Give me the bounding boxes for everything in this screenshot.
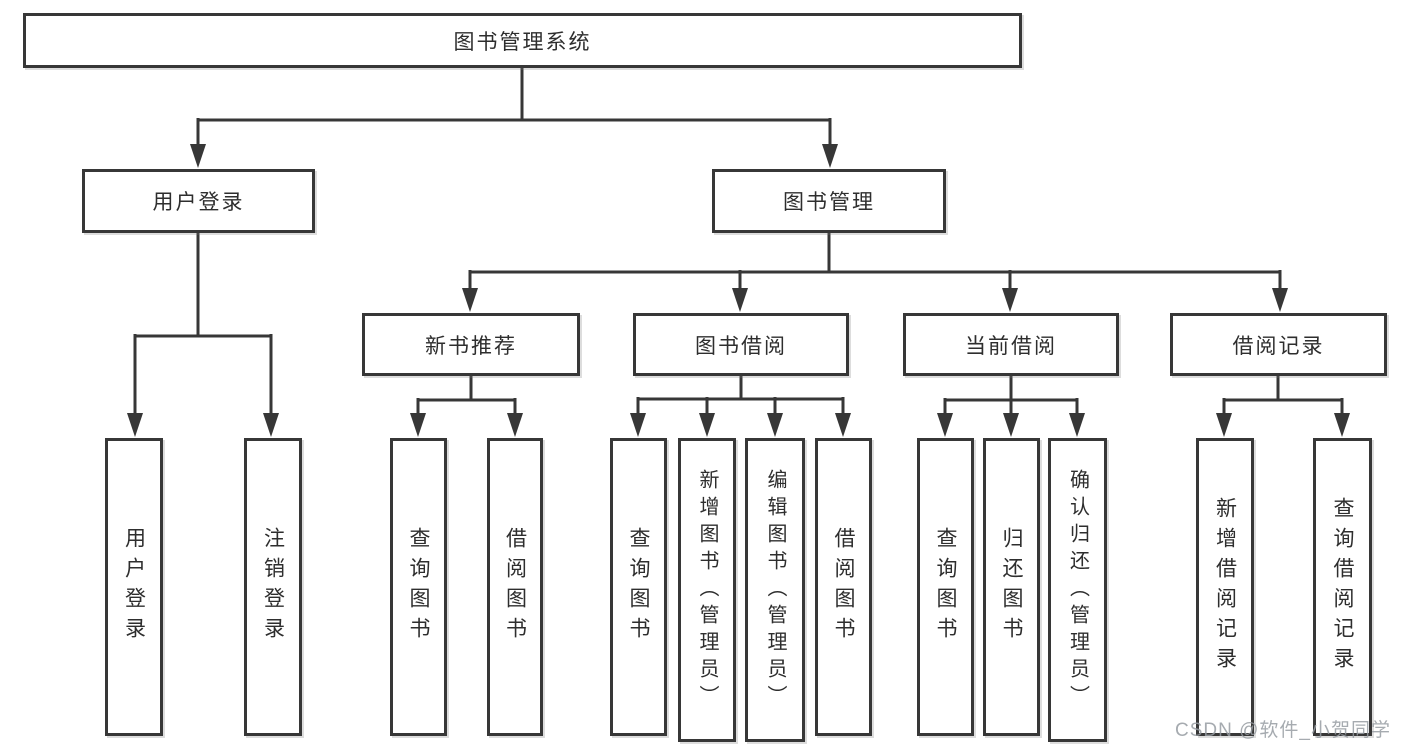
node-edit-books-admin: 编辑图书（管理员） (745, 438, 805, 742)
node-label-current-borrowing: 当前借阅 (965, 334, 1057, 358)
node-logout-leaf: 注销登录 (244, 438, 302, 736)
node-label-book-management: 图书管理 (783, 191, 875, 214)
node-label-query-books-1: 查询图书 (407, 527, 430, 647)
node-label-add-borrow-record: 新增借阅记录 (1213, 497, 1237, 677)
node-query-books-1: 查询图书 (390, 438, 447, 736)
node-label-user-login-leaf: 用户登录 (122, 527, 146, 647)
node-query-books-3: 查询图书 (917, 438, 974, 736)
node-book-borrowing: 图书借阅 (633, 313, 849, 376)
node-book-management: 图书管理 (712, 169, 946, 233)
node-label-logout-leaf: 注销登录 (261, 527, 285, 647)
node-label-confirm-return-admin: 确认归还（管理员） (1066, 468, 1089, 712)
node-borrowing-records: 借阅记录 (1170, 313, 1387, 376)
watermark-text: CSDN @软件_小贺同学 (1175, 720, 1391, 741)
node-label-query-books-2: 查询图书 (627, 527, 650, 647)
node-borrow-books-2: 借阅图书 (815, 438, 872, 736)
node-label-user-login: 用户登录 (152, 191, 245, 214)
node-label-borrow-books-1: 借阅图书 (503, 527, 527, 647)
node-add-borrow-record: 新增借阅记录 (1196, 438, 1254, 736)
node-current-borrowing: 当前借阅 (903, 313, 1119, 376)
node-borrow-books-1: 借阅图书 (487, 438, 543, 736)
node-label-add-books-admin: 新增图书（管理员） (696, 468, 718, 712)
node-label-query-books-3: 查询图书 (934, 527, 957, 647)
node-query-books-2: 查询图书 (610, 438, 667, 736)
node-label-borrow-books-2: 借阅图书 (832, 527, 855, 647)
node-label-borrowing-records: 借阅记录 (1232, 334, 1325, 358)
node-user-login-leaf: 用户登录 (105, 438, 163, 736)
node-add-books-admin: 新增图书（管理员） (678, 438, 736, 742)
node-label-library-management-system: 图书管理系统 (453, 30, 592, 54)
node-label-query-borrow-record: 查询借阅记录 (1331, 497, 1354, 677)
node-new-book-recommend: 新书推荐 (362, 313, 580, 376)
node-confirm-return-admin: 确认归还（管理员） (1048, 438, 1107, 742)
node-label-edit-books-admin: 编辑图书（管理员） (764, 468, 786, 712)
node-label-new-book-recommend: 新书推荐 (425, 334, 517, 358)
node-label-return-books: 归还图书 (1000, 527, 1023, 647)
node-library-management-system: 图书管理系统 (23, 13, 1022, 68)
node-user-login: 用户登录 (82, 169, 315, 233)
node-query-borrow-record: 查询借阅记录 (1313, 438, 1372, 736)
node-label-book-borrowing: 图书借阅 (695, 334, 787, 358)
node-return-books: 归还图书 (983, 438, 1040, 736)
